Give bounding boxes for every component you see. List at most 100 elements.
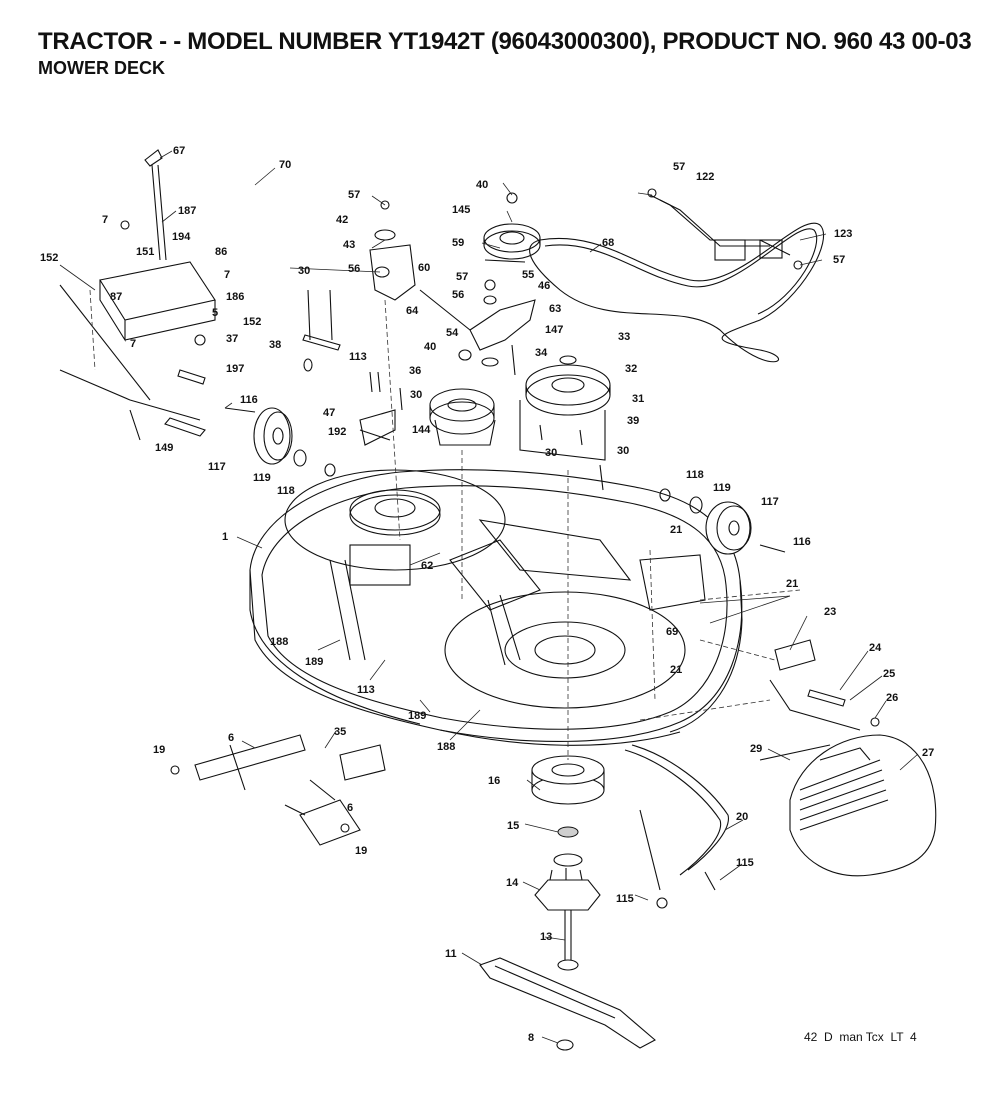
callout-186: 186 — [226, 291, 244, 303]
callout-119: 119 — [713, 482, 731, 494]
callout-116: 116 — [793, 536, 811, 548]
mower-deck-housing — [249, 469, 743, 746]
diagram-code: 42 D man Tcx LT 4 — [804, 1030, 917, 1044]
callout-115: 115 — [736, 857, 754, 869]
callout-21: 21 — [786, 578, 798, 590]
callout-60: 60 — [418, 262, 430, 274]
callout-149: 149 — [155, 442, 173, 454]
callout-leader-lines — [59, 150, 919, 1044]
callout-30: 30 — [545, 447, 557, 459]
belt-cover — [789, 734, 937, 877]
callout-194: 194 — [172, 231, 191, 243]
callout-147: 147 — [545, 324, 563, 336]
callout-7: 7 — [102, 214, 108, 226]
section-subtitle: MOWER DECK — [38, 58, 165, 78]
callout-31: 31 — [632, 393, 644, 405]
callout-117: 117 — [761, 496, 779, 508]
callout-144: 144 — [412, 424, 431, 436]
spindle-assembly — [531, 755, 605, 971]
idler-arm — [458, 279, 536, 376]
callout-46: 46 — [538, 280, 550, 292]
callout-187: 187 — [178, 205, 196, 217]
callout-labels: 67 70 7 187 194 86 152 151 7 87 186 5 15… — [40, 145, 934, 1044]
callout-145: 145 — [452, 204, 470, 216]
callout-25: 25 — [883, 668, 895, 680]
callout-192: 192 — [328, 426, 346, 438]
mower-blade — [479, 957, 656, 1051]
callout-30: 30 — [617, 445, 629, 457]
front-link-arm-upper — [170, 734, 386, 791]
callout-14: 14 — [506, 877, 519, 889]
callout-27: 27 — [922, 747, 934, 759]
callout-63: 63 — [549, 303, 561, 315]
callout-33: 33 — [618, 331, 630, 343]
callout-67: 67 — [173, 145, 185, 157]
callout-56: 56 — [452, 289, 464, 301]
callout-113: 113 — [357, 684, 375, 696]
callout-23: 23 — [824, 606, 836, 618]
callout-116: 116 — [240, 394, 258, 406]
belt-keeper-cable — [647, 188, 803, 270]
callout-1: 1 — [222, 531, 228, 543]
callout-152: 152 — [243, 316, 261, 328]
callout-15: 15 — [507, 820, 519, 832]
callout-69: 69 — [666, 626, 678, 638]
callout-5: 5 — [212, 307, 218, 319]
callout-6: 6 — [228, 732, 234, 744]
callout-6: 6 — [347, 802, 353, 814]
deflector-rod — [624, 744, 729, 909]
alignment-lines — [89, 289, 801, 760]
callout-42: 42 — [336, 214, 348, 226]
page-title: TRACTOR - - MODEL NUMBER YT1942T (960430… — [38, 28, 972, 55]
callout-152: 152 — [40, 252, 58, 264]
gauge-wheel-left — [224, 407, 336, 477]
callout-59: 59 — [452, 237, 464, 249]
callout-38: 38 — [269, 339, 281, 351]
callout-34: 34 — [535, 347, 548, 359]
callout-36: 36 — [409, 365, 421, 377]
callout-62: 62 — [421, 560, 433, 572]
blade-pulley-center — [429, 388, 496, 446]
callout-197: 197 — [226, 363, 244, 375]
front-link-arm-lower — [284, 779, 361, 846]
idler-pulley-upper — [483, 192, 541, 263]
callout-56: 56 — [348, 263, 360, 275]
callout-43: 43 — [343, 239, 355, 251]
callout-11: 11 — [445, 948, 457, 960]
callout-113: 113 — [349, 351, 367, 363]
drive-belt — [529, 222, 825, 363]
callout-19: 19 — [355, 845, 367, 857]
callout-7: 7 — [130, 338, 136, 350]
callout-47: 47 — [323, 407, 335, 419]
callout-189: 189 — [408, 710, 426, 722]
callout-189: 189 — [305, 656, 323, 668]
callout-118: 118 — [277, 485, 295, 497]
gauge-wheel-right — [659, 488, 786, 555]
callout-115: 115 — [616, 893, 634, 905]
callout-30: 30 — [410, 389, 422, 401]
callout-7: 7 — [224, 269, 230, 281]
callout-68: 68 — [602, 237, 614, 249]
callout-24: 24 — [869, 642, 882, 654]
callout-151: 151 — [136, 246, 154, 258]
callout-8: 8 — [528, 1032, 534, 1044]
callout-118: 118 — [686, 469, 704, 481]
callout-37: 37 — [226, 333, 238, 345]
callout-55: 55 — [522, 269, 534, 281]
callout-70: 70 — [279, 159, 291, 171]
callout-57: 57 — [833, 254, 845, 266]
callout-39: 39 — [627, 415, 639, 427]
callout-57: 57 — [673, 161, 685, 173]
callout-32: 32 — [625, 363, 637, 375]
callout-40: 40 — [424, 341, 436, 353]
callout-21: 21 — [670, 524, 682, 536]
belt-guide-bracket — [359, 371, 403, 446]
callout-16: 16 — [488, 775, 500, 787]
callout-86: 86 — [215, 246, 227, 258]
callout-119: 119 — [253, 472, 271, 484]
callout-188: 188 — [437, 741, 455, 753]
callout-87: 87 — [110, 291, 122, 303]
callout-57: 57 — [456, 271, 468, 283]
